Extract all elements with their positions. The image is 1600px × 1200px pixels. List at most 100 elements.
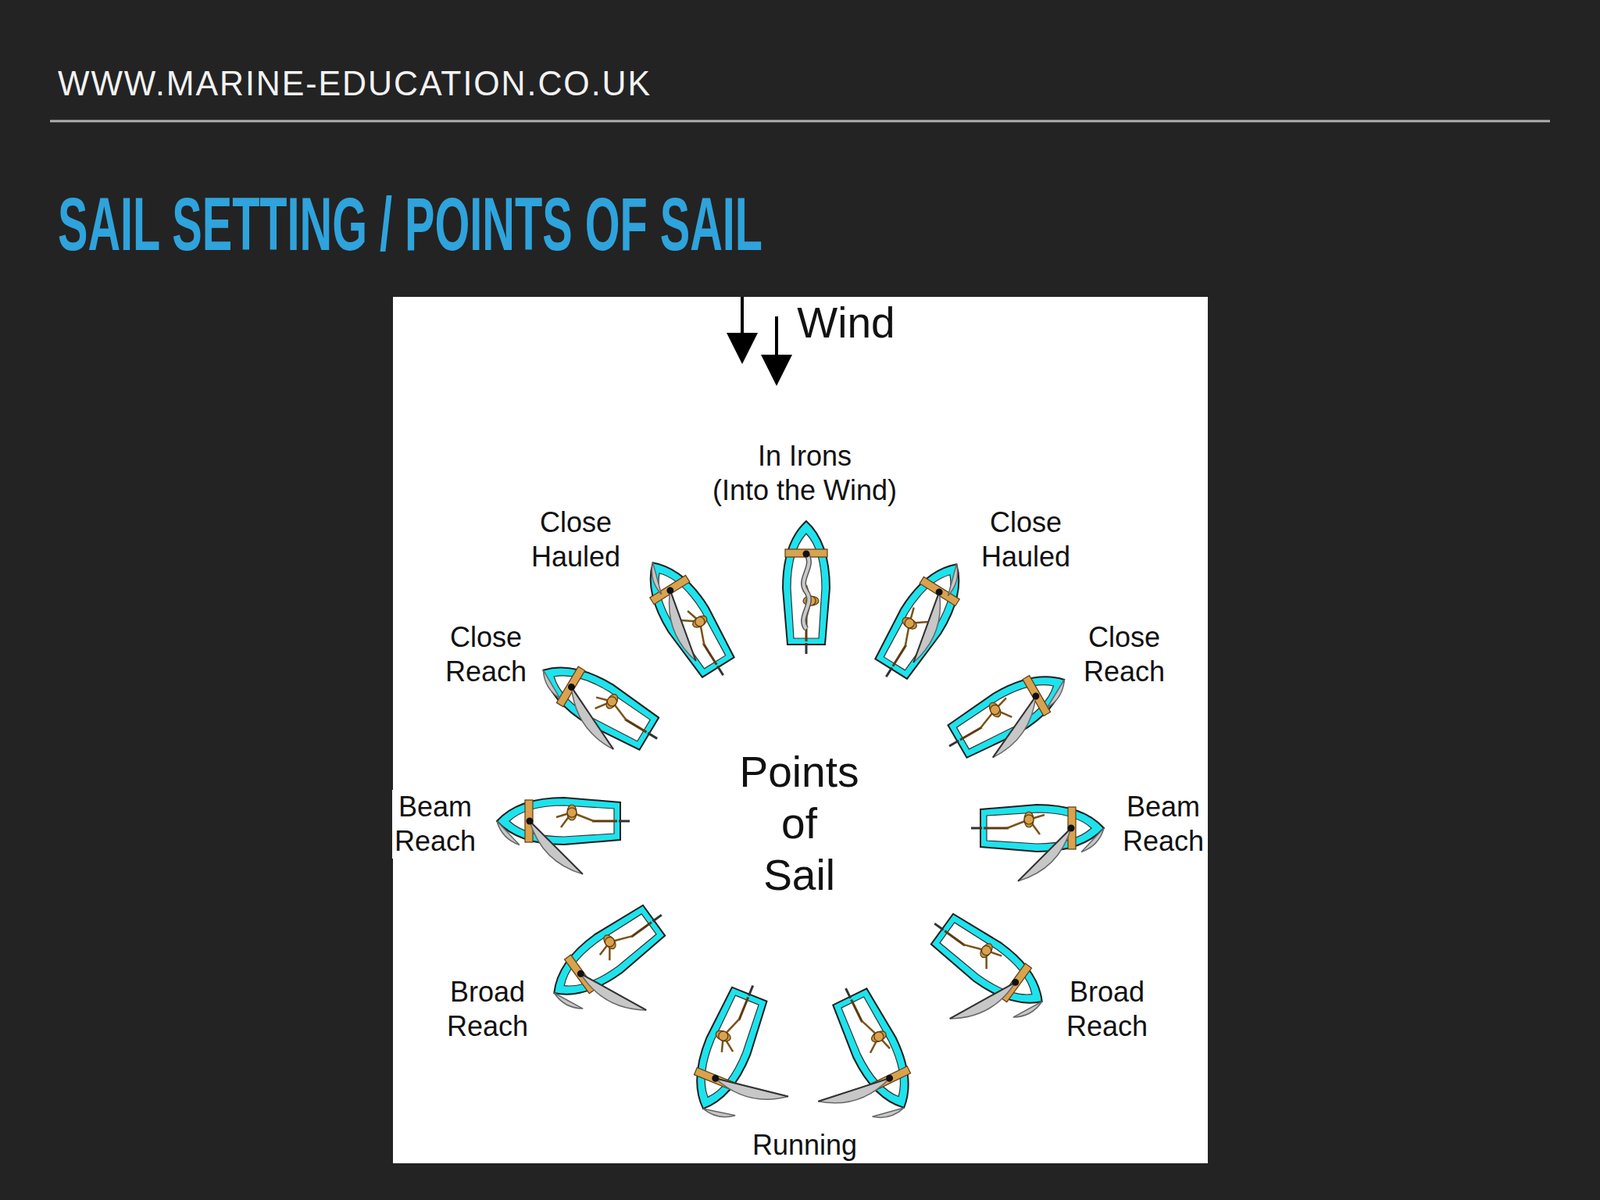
boat-rudder <box>885 667 892 677</box>
sail-luffing <box>803 553 810 629</box>
boat-hull <box>782 521 830 645</box>
crew-figure <box>1007 811 1045 835</box>
label-line: Close <box>445 620 527 655</box>
wind-arrow-head <box>760 354 793 386</box>
jib <box>702 1103 736 1123</box>
crew-figure <box>590 686 635 726</box>
jib <box>1039 679 1072 708</box>
boat-thwart <box>525 800 533 843</box>
boom <box>555 686 630 750</box>
crew-head <box>903 616 917 630</box>
boom <box>529 821 583 875</box>
mainsail <box>817 1068 892 1116</box>
jib <box>553 984 583 1017</box>
mainsail <box>653 590 710 664</box>
boat-hull <box>980 804 1104 852</box>
label-line: Reach <box>1083 654 1165 690</box>
crew-body <box>690 613 709 630</box>
mainsail <box>977 696 1053 758</box>
crew-figure <box>592 922 636 964</box>
mast <box>665 585 675 596</box>
boat-rudder <box>934 923 943 930</box>
boom <box>817 1068 890 1111</box>
boom <box>657 590 710 661</box>
label-line: Reach <box>446 1009 529 1044</box>
crew-body <box>567 804 577 821</box>
crew-body <box>601 932 618 951</box>
label-line: Close <box>1083 620 1165 655</box>
mainsail <box>580 954 647 1029</box>
boat-tiller <box>625 719 647 733</box>
site-url: WWW.MARINE-EDUCATION.CO.UK <box>57 66 652 101</box>
boat-icon <box>894 904 1056 1058</box>
mast <box>1031 691 1041 701</box>
jib <box>1081 828 1104 852</box>
jib <box>535 670 568 699</box>
label-line: Points <box>739 746 860 798</box>
label-line: Reach <box>394 824 476 859</box>
wind-arrows <box>726 296 793 386</box>
jib <box>644 562 670 595</box>
boom <box>950 963 1016 1037</box>
crew-head <box>567 807 577 818</box>
boat-icon <box>866 551 977 690</box>
boom <box>580 954 647 1029</box>
label-line: In Irons <box>712 439 897 474</box>
boat-deck <box>646 564 729 671</box>
boat-tiller <box>960 727 983 740</box>
point-of-sail-label: Broad Reach <box>444 975 531 1044</box>
boat-deck <box>881 566 964 672</box>
crew-figure <box>710 1012 746 1056</box>
boat-rudder <box>971 827 983 830</box>
sail-luffing <box>803 553 810 629</box>
mast <box>934 587 944 597</box>
mast <box>710 1073 721 1083</box>
boom <box>977 696 1053 758</box>
boom <box>900 592 953 663</box>
mainsail <box>529 821 583 875</box>
crew-head <box>717 1029 730 1043</box>
boat-thwart <box>1067 807 1076 850</box>
boat-group <box>496 521 1104 1143</box>
label-line: Hauled <box>531 539 621 575</box>
mast <box>566 682 576 692</box>
wind-arrow-head <box>726 332 758 365</box>
boat-icon <box>782 521 830 654</box>
boom <box>715 1068 789 1107</box>
mainsail <box>950 963 1016 1037</box>
label-line: Running <box>752 1129 858 1161</box>
crew-body <box>714 1028 733 1044</box>
boat-rudder <box>748 985 753 997</box>
wind-arrow-shaft <box>775 316 779 358</box>
label-line: Broad <box>1066 975 1148 1010</box>
mainsail <box>713 1068 789 1112</box>
boat-tiller <box>703 643 717 665</box>
crew-head <box>872 1030 886 1043</box>
header-rule <box>50 120 1550 123</box>
boat-rudder <box>647 732 658 739</box>
boat-icon <box>778 978 926 1143</box>
point-of-sail-label: Close Hauled <box>528 505 623 575</box>
mainsail <box>900 592 956 665</box>
diagram-panel <box>392 296 1208 1164</box>
boom <box>1017 828 1072 882</box>
crew-head <box>979 943 993 958</box>
crew-figure <box>856 1013 893 1058</box>
boat-rudder <box>805 642 808 654</box>
label-line: Reach <box>1122 824 1204 859</box>
label-line: Beam <box>1122 789 1204 825</box>
boat-rudder <box>949 740 959 747</box>
jib <box>872 1102 905 1124</box>
slide-title: SAIL SETTING / POINTS OF SAIL <box>57 186 763 262</box>
crew-head <box>605 695 618 708</box>
diagram-center-title: Points of Sail <box>737 746 862 901</box>
mast <box>885 1073 895 1083</box>
boat-deck <box>938 920 1042 1008</box>
jib <box>939 564 965 597</box>
label-line: Close <box>531 505 621 540</box>
jib <box>496 821 520 845</box>
crew-head <box>1024 814 1034 825</box>
boat-tiller <box>631 922 652 938</box>
boat-deck <box>554 911 658 999</box>
